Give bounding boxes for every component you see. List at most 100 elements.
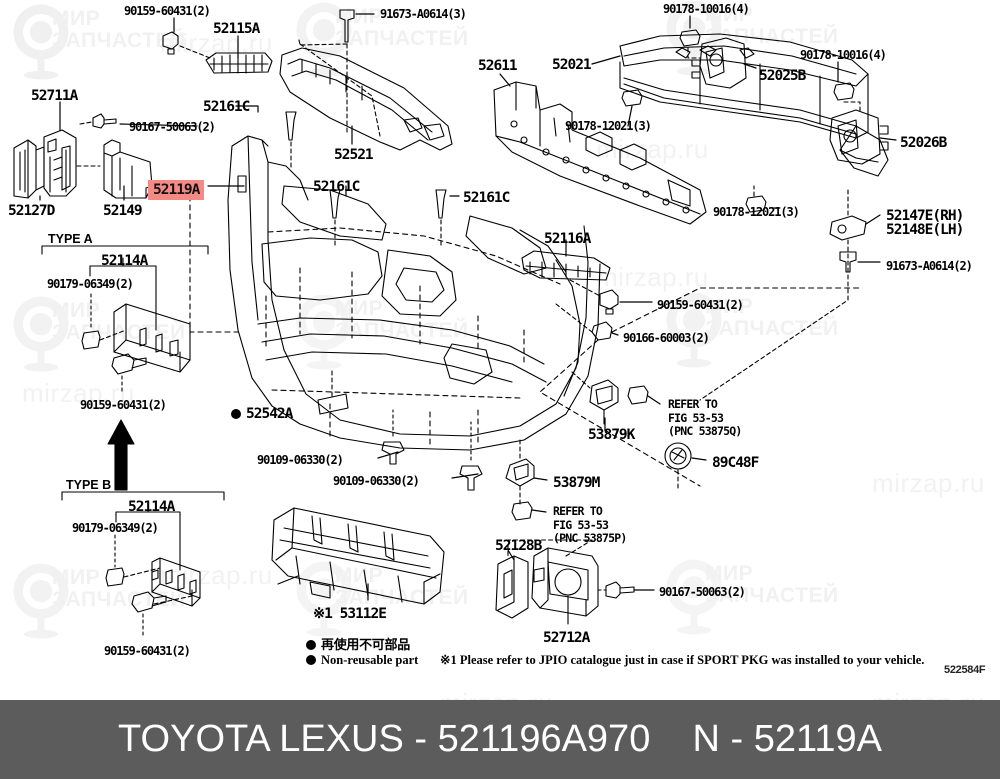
part-52521 [279, 47, 453, 151]
callout-90167-50063: 90167-50063(2) [129, 120, 216, 134]
leader-dashed [123, 567, 161, 578]
part-52127D [13, 139, 45, 199]
callout-52542A: 52542A [231, 406, 293, 422]
callout-90159-60431-a: 90159-60431(2) [80, 398, 167, 412]
callout-90159-60431-b: 90159-60431(2) [104, 644, 191, 658]
callout-52161C-a: 52161C [203, 99, 250, 115]
group-bracket-type-b [61, 491, 225, 501]
legend-footnote: ※1 Please refer to JPIO catalogue just i… [440, 653, 925, 667]
fastener-53875Q [627, 385, 649, 405]
group-title-type-b: TYPE B [66, 478, 112, 492]
leader-dashed [699, 267, 849, 401]
figure-code: 522584F [944, 664, 986, 676]
leader-dashed [267, 227, 561, 285]
fastener-90159-60431-right [599, 289, 619, 315]
fastener-90167-50063 [92, 113, 117, 129]
part-52611 [493, 81, 707, 225]
part-52115A [205, 52, 273, 74]
leader-dashed [153, 595, 193, 605]
callout-52119A-highlighted[interactable]: 52119A [148, 180, 205, 200]
part-52149 [103, 139, 153, 199]
part-52711A [43, 129, 77, 197]
part-52119A-bumper-cover [227, 135, 601, 451]
callout-52026B: 52026B [900, 135, 947, 151]
fastener-52161C-c [435, 189, 447, 219]
leader-dashed [555, 303, 593, 333]
leader-dashed [507, 539, 593, 557]
leader-dashed [99, 329, 127, 341]
callout-53879K: 53879K [588, 427, 635, 443]
callout-90166-60003: 90166-60003(2) [623, 331, 710, 345]
leader-dashed [75, 159, 101, 167]
group-title-type-a: TYPE A [48, 232, 93, 246]
part-52116A [521, 250, 611, 281]
callout-90159-60431: 90159-60431(2) [124, 4, 211, 18]
callout-52161C-b: 52161C [313, 179, 360, 195]
callout-52021: 52021 [552, 57, 592, 73]
leader-dashed [79, 121, 93, 125]
non-reusable-bullet-icon [306, 655, 316, 665]
legend-non-reusable-en: Non-reusable part [306, 653, 418, 668]
fastener-90178-12021-b [745, 195, 767, 213]
leader-dashed [843, 101, 861, 113]
footer-title: TOYOTA LEXUS - 521196A970 N - 52119A [118, 718, 882, 760]
part-52542A [317, 393, 349, 415]
part-52114A-type-a [113, 303, 191, 373]
callout-91673-A0614: 91673-A0614(3) [380, 7, 467, 21]
callout-52116A: 52116A [544, 231, 591, 247]
callout-52161C-c: 52161C [463, 190, 510, 206]
fastener-52161C-b [329, 189, 341, 219]
non-reusable-bullet-icon [306, 640, 316, 650]
non-reusable-bullet-icon [231, 409, 241, 419]
part-53879K [589, 379, 619, 425]
part-52147E-52148E [829, 215, 867, 241]
callout-52147E: 52147E(RH) [886, 208, 964, 224]
callout-52025B: 52025B [759, 68, 806, 84]
callout-90178-12021: 90178-12021(3) [565, 119, 652, 133]
callout-90178-10016: 90178-10016(4) [663, 2, 750, 16]
fastener-90109-06330-b [459, 465, 483, 491]
fastener-90178-12021-a [621, 89, 643, 107]
leader-dashed [265, 295, 525, 367]
leader-dashed [569, 279, 601, 297]
callout-52711A: 52711A [31, 88, 78, 104]
callout-52611: 52611 [478, 58, 518, 74]
part-52114A-type-b [151, 557, 201, 607]
callout-52149: 52149 [103, 203, 143, 219]
callout-90159-60431-r: 90159-60431(2) [657, 298, 744, 312]
callout-53112E: ※1 53112E [313, 606, 387, 622]
leader-dashed [271, 389, 521, 399]
fastener-90159-60431-b [131, 591, 167, 613]
callout-52115A: 52115A [213, 21, 260, 37]
callout-89C48F: 89C48F [712, 455, 759, 471]
callout-52521: 52521 [334, 147, 374, 163]
refer-note-53875P: REFER TO FIG 53-53 (PNC 53875P) [553, 504, 627, 546]
legend-non-reusable-jp: 再使用不可部品 [306, 634, 410, 653]
part-52128B [495, 555, 529, 619]
callout-52114A-type-a: 52114A [101, 253, 148, 269]
group-bracket-type-a [41, 245, 209, 255]
footer-bar: TOYOTA LEXUS - 521196A970 N - 52119A [0, 700, 1000, 779]
fastener-53875P [511, 501, 533, 521]
group-bracket-52114A-a [89, 257, 157, 277]
callout-90178-12021-b: 90178-12021(3) [713, 205, 800, 219]
callout-52712A: 52712A [543, 630, 590, 646]
callout-90109-06330-a: 90109-06330(2) [257, 453, 344, 467]
fastener-90179-06349-b [105, 567, 125, 587]
part-89C48F [664, 442, 692, 470]
callout-90179-06349-a: 90179-06349(2) [47, 277, 134, 291]
leader-dashed [539, 339, 701, 487]
callout-90109-06330-b: 90109-06330(2) [333, 474, 420, 488]
leader-dashed [571, 371, 591, 389]
callout-52148E: 52148E(LH) [886, 222, 964, 238]
fastener-90159-60431-top [162, 31, 179, 55]
leader-dashed [179, 45, 211, 59]
fastener-91673-A0614-b [839, 251, 857, 273]
fastener-90179-06349-a [81, 330, 101, 350]
callout-91673-A0614-b: 91673-A0614(2) [886, 259, 973, 273]
type-switch-arrow [107, 419, 135, 491]
callout-52127D: 52127D [8, 203, 55, 219]
